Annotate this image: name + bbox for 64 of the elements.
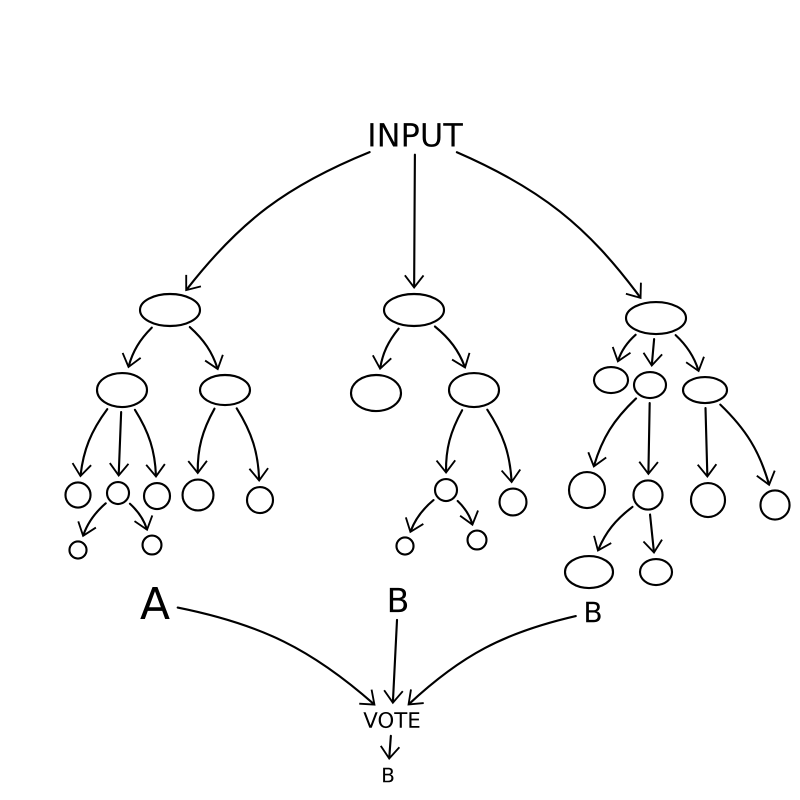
tree-node xyxy=(682,376,728,404)
input-label: INPUT xyxy=(370,123,463,147)
class-label: A xyxy=(140,586,170,620)
tree-node xyxy=(592,366,630,394)
arrow xyxy=(456,151,642,300)
tree-node xyxy=(246,486,274,514)
arrow xyxy=(642,513,663,554)
tree-node xyxy=(141,534,163,556)
tree-node xyxy=(138,292,202,328)
arrow xyxy=(185,151,371,292)
tree-node xyxy=(142,482,172,510)
tree-node xyxy=(68,540,88,560)
arrow xyxy=(593,506,634,552)
tree-node xyxy=(632,479,664,511)
arrow xyxy=(404,499,435,534)
arrow xyxy=(642,338,663,367)
tree-node xyxy=(434,478,458,502)
arrow xyxy=(674,334,705,372)
class-label: B xyxy=(586,602,601,622)
arrow xyxy=(612,334,637,363)
arrow xyxy=(188,326,224,370)
tree-node xyxy=(64,481,92,509)
arrow xyxy=(719,404,776,486)
arrow xyxy=(77,502,107,538)
tree-node xyxy=(395,536,415,556)
arrow xyxy=(638,402,659,476)
arrow xyxy=(372,328,400,370)
tree-node xyxy=(382,292,446,328)
arrow xyxy=(383,618,404,704)
arrow xyxy=(407,614,577,706)
tree-node xyxy=(181,478,215,512)
arrow xyxy=(434,325,470,369)
vote-label: VOTE xyxy=(363,712,420,728)
arrow xyxy=(404,154,424,289)
tree-node xyxy=(632,370,668,400)
tree-node xyxy=(498,487,528,517)
tree-node xyxy=(448,372,500,408)
tree-node xyxy=(350,374,402,412)
tree-node xyxy=(466,529,488,551)
tree-node xyxy=(96,372,148,408)
arrow xyxy=(456,500,479,526)
tree-node xyxy=(759,489,791,521)
tree-node xyxy=(106,480,130,506)
tree-node xyxy=(568,470,606,510)
arrow xyxy=(128,502,154,532)
arrow xyxy=(236,407,269,482)
tree-node xyxy=(638,558,674,586)
arrow xyxy=(109,411,130,477)
tree-node xyxy=(690,482,726,518)
arrow xyxy=(122,326,153,368)
tree-node xyxy=(624,300,688,336)
result-label: B xyxy=(383,768,394,782)
arrow xyxy=(380,734,400,760)
arrow xyxy=(436,409,464,474)
tree-node xyxy=(564,554,614,590)
arrow xyxy=(697,407,718,478)
tree-node xyxy=(198,374,252,406)
arrow xyxy=(176,606,376,706)
class-label: B xyxy=(390,588,408,612)
arrow xyxy=(486,408,522,484)
arrow xyxy=(587,397,638,468)
arrow xyxy=(188,408,216,474)
arrow xyxy=(134,408,166,478)
arrow xyxy=(72,408,108,478)
